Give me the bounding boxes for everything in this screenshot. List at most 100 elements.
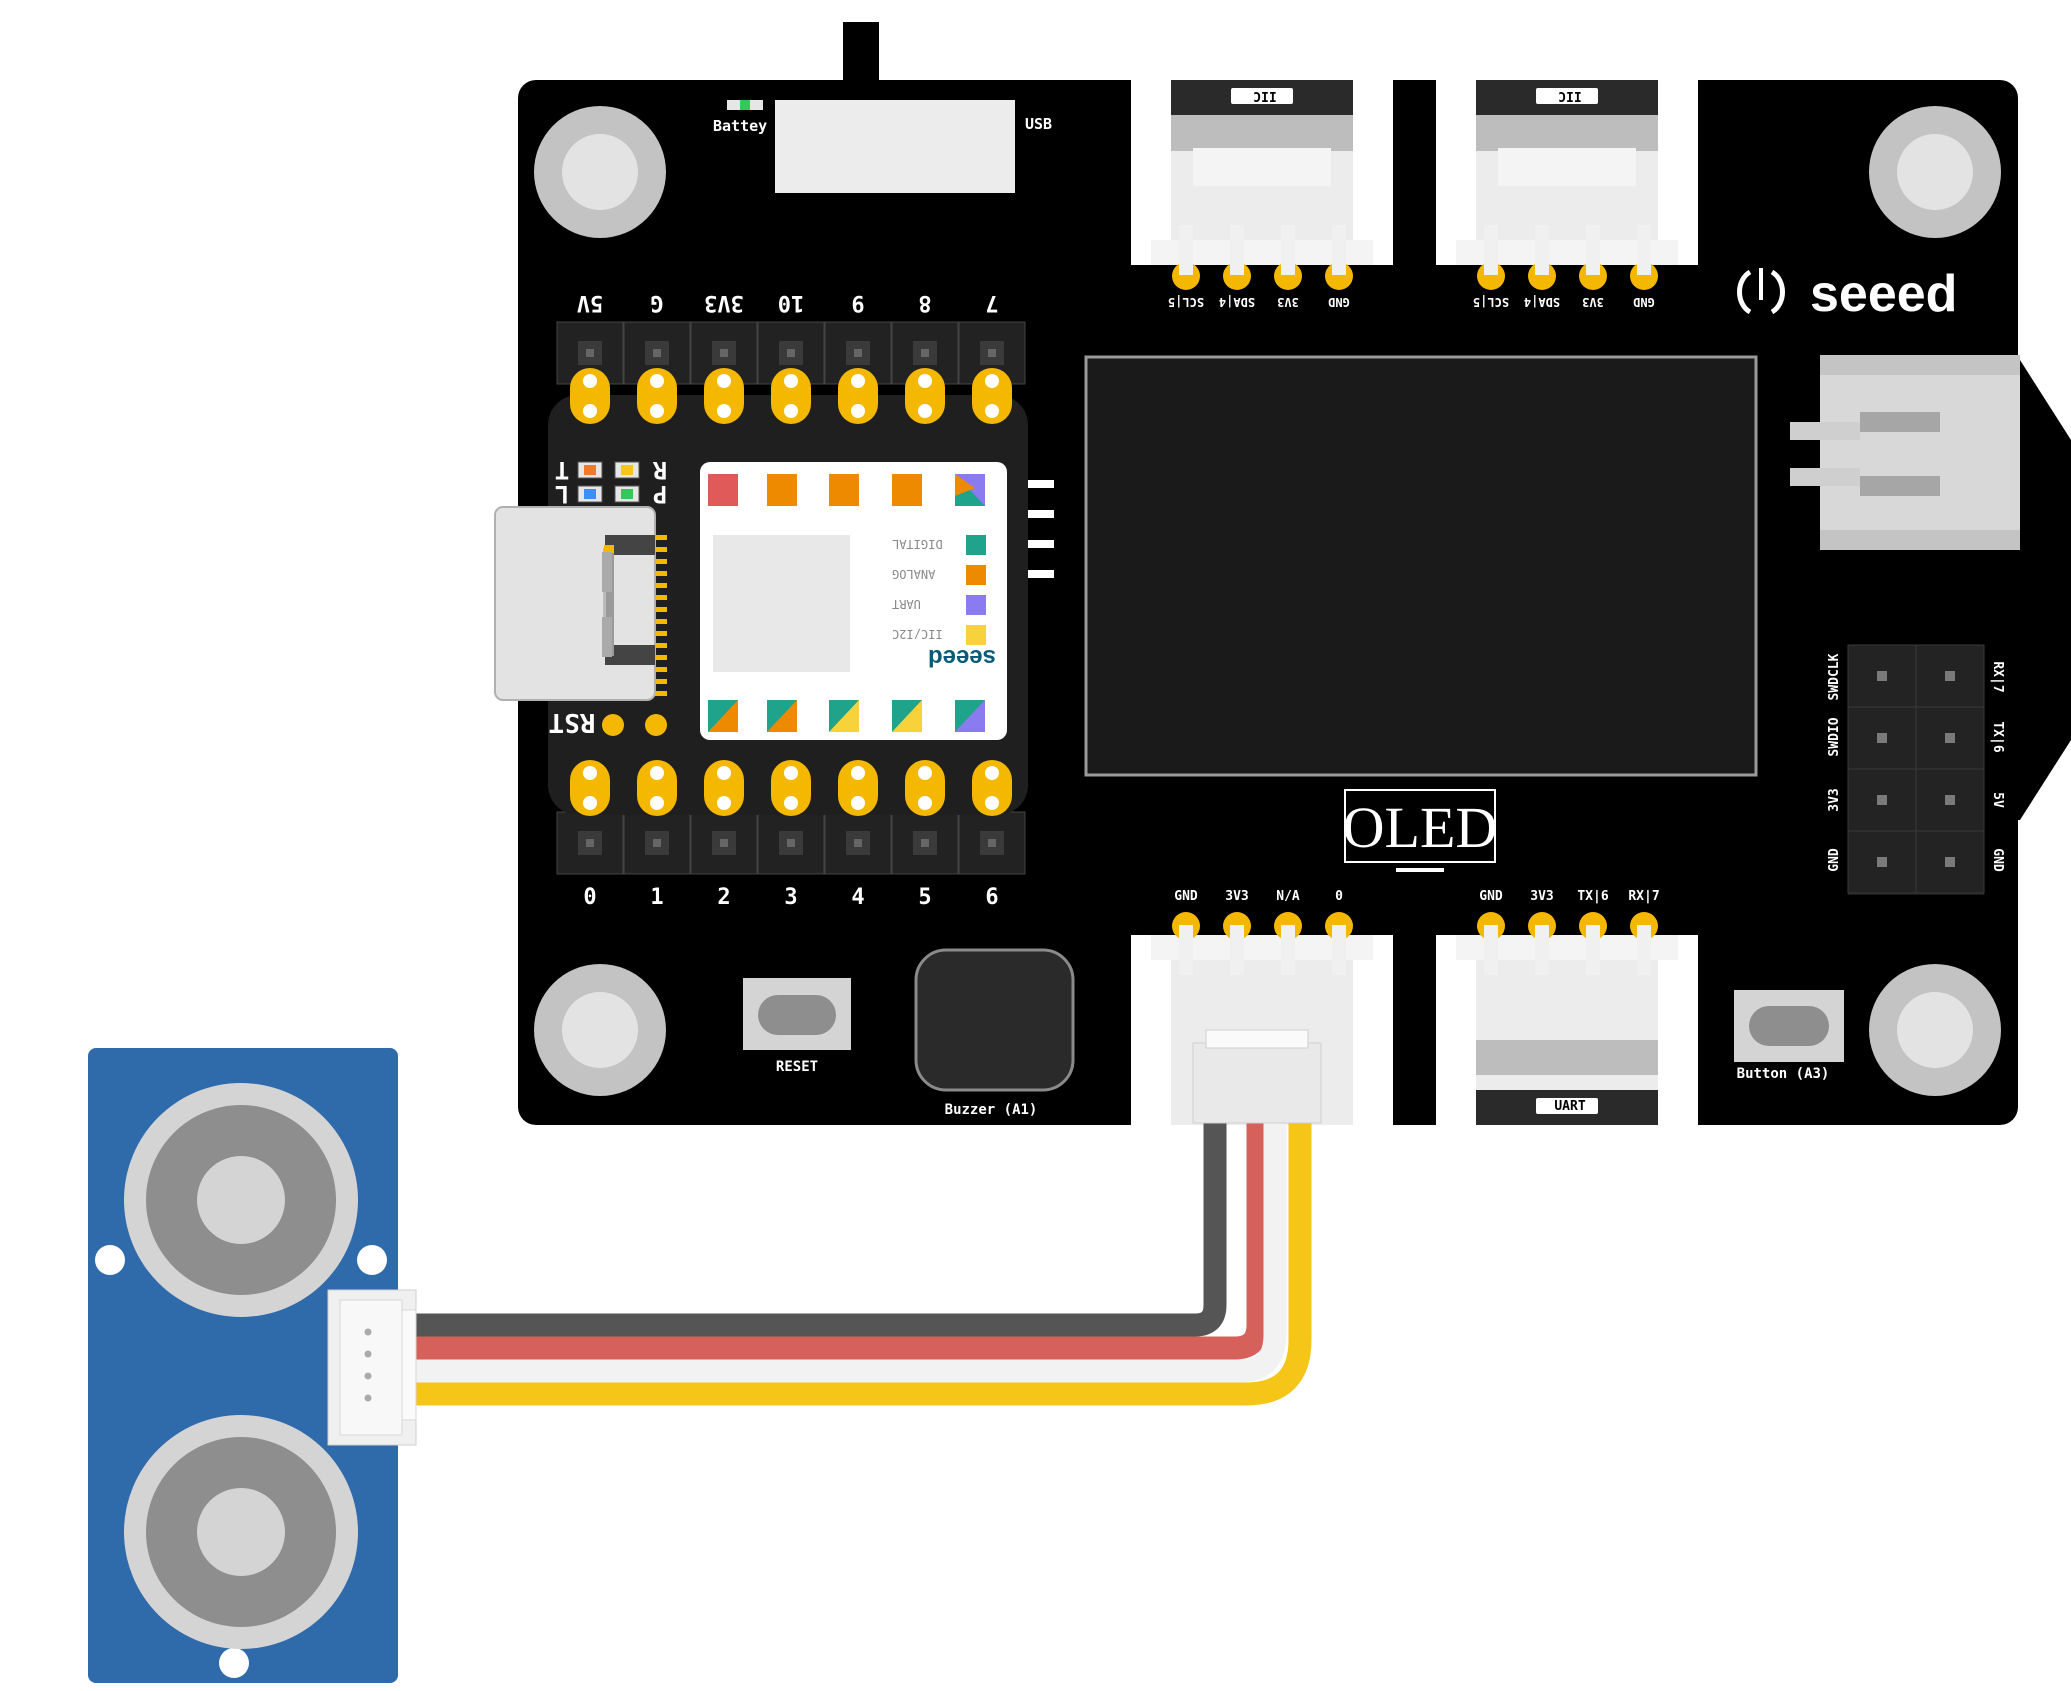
rst-pad-2 bbox=[645, 714, 667, 736]
expansion-board: Battey USB seeed OLED bbox=[494, 22, 2071, 1125]
swd-right-label-2: TX|6 bbox=[1990, 721, 2005, 752]
xiao-card-pin-bottom-5 bbox=[955, 700, 985, 732]
ultrasonic-sensor bbox=[88, 1048, 417, 1683]
mounting-hole-bottom-left bbox=[534, 964, 666, 1096]
xiao-card-pin-top-2 bbox=[767, 474, 797, 506]
legend-digital: DIGITAL bbox=[892, 537, 943, 551]
usb-tick-14 bbox=[655, 691, 667, 696]
battery-led-green bbox=[740, 100, 750, 110]
swd-left-label-3: 3V3 bbox=[1827, 788, 1842, 811]
xiao-pad-bottom-2 bbox=[637, 760, 677, 816]
buzzer-label: Buzzer (A1) bbox=[945, 1102, 1038, 1118]
swd-left-label-1: SWDCLK bbox=[1827, 653, 1842, 700]
swd-pin-8 bbox=[1915, 830, 1985, 894]
usb-tick-1 bbox=[655, 535, 667, 540]
iic1-pin-1: SCL|5 bbox=[1168, 295, 1204, 309]
bottom-pin-label-1: 0 bbox=[583, 885, 596, 910]
usb-switch-block bbox=[775, 100, 1015, 193]
top-pin-label-2: G bbox=[650, 290, 663, 315]
uart-label: UART bbox=[1554, 1099, 1585, 1114]
analog-pin-2: 3V3 bbox=[1225, 889, 1248, 904]
legend-uart-swatch bbox=[966, 595, 986, 615]
iic1-pin-3: 3V3 bbox=[1277, 295, 1299, 309]
sensor-hole-right bbox=[357, 1245, 387, 1275]
xiao-pad-top-7 bbox=[972, 368, 1012, 424]
swd-right-label-3: 5V bbox=[1990, 792, 2005, 808]
xiao-pad-bottom-4 bbox=[771, 760, 811, 816]
xiao-pad-bottom-3 bbox=[704, 760, 744, 816]
mounting-hole-top-right bbox=[1869, 106, 2001, 238]
swd-left-label-2: SWDIO bbox=[1827, 717, 1842, 756]
swd-right-label-4: GND bbox=[1990, 848, 2005, 872]
xiao-pad-top-5 bbox=[838, 368, 878, 424]
iic1-pin-4: GND bbox=[1328, 295, 1350, 309]
xiao-card-pin-top-5 bbox=[955, 474, 985, 506]
ultrasonic-transducer-top bbox=[124, 1083, 358, 1317]
xiao-pad-top-3 bbox=[704, 368, 744, 424]
button-label: Button (A3) bbox=[1737, 1066, 1830, 1082]
bottom-header-socket-5 bbox=[824, 811, 892, 875]
ultrasonic-transducer-bottom bbox=[124, 1415, 358, 1649]
xiao-pad-bottom-7 bbox=[972, 760, 1012, 816]
reset-button[interactable]: RESET bbox=[743, 978, 851, 1075]
swd-pin-1 bbox=[1847, 644, 1917, 708]
top-pin-label-3: 3V3 bbox=[704, 290, 744, 315]
iic1-pin-2: SDA|4 bbox=[1219, 295, 1255, 309]
legend-digital-swatch bbox=[966, 535, 986, 555]
analog-pin-labels: GND 3V3 N/A 0 bbox=[1174, 889, 1343, 904]
xiao-card-pin-top-4 bbox=[892, 474, 922, 506]
xiao-pad-bottom-6 bbox=[905, 760, 945, 816]
swd-header[interactable]: SWDCLK SWDIO 3V3 GND RX|7 TX|6 5V GND bbox=[1827, 644, 2005, 895]
uart-pin-4: RX|7 bbox=[1628, 889, 1659, 904]
xiao-card-pin-bottom-3 bbox=[829, 700, 859, 732]
swd-pin-2 bbox=[1915, 644, 1985, 708]
top-pin-label-6: 8 bbox=[918, 290, 931, 315]
usb-tick-11 bbox=[655, 655, 667, 660]
swd-pin-4 bbox=[1915, 706, 1985, 770]
xiao-card-pin-bottom-2 bbox=[767, 700, 797, 732]
rst-pad bbox=[602, 714, 624, 736]
grove-iic-connector-1[interactable] bbox=[1131, 80, 1393, 290]
xiao-pad-top-1 bbox=[570, 368, 610, 424]
bottom-header-socket-1 bbox=[556, 811, 624, 875]
usb-tick-6 bbox=[655, 595, 667, 600]
seeed-logo-icon bbox=[1737, 269, 1752, 315]
bottom-pin-label-2: 1 bbox=[650, 885, 663, 910]
led-label-p: P bbox=[653, 480, 667, 508]
battery-label: Battey bbox=[713, 117, 767, 135]
swd-left-label-4: GND bbox=[1827, 848, 1842, 872]
xiao-pad-top-2 bbox=[637, 368, 677, 424]
usb-tick-2 bbox=[655, 547, 667, 552]
usb-tick-13 bbox=[655, 679, 667, 684]
swd-right-label-1: RX|7 bbox=[1990, 661, 2005, 692]
bottom-header: 0 1 2 3 4 5 6 bbox=[556, 811, 1026, 910]
usb-tick-7 bbox=[655, 607, 667, 612]
uart-pin-1: GND bbox=[1479, 889, 1503, 904]
power-switch[interactable] bbox=[843, 22, 879, 97]
legend-iic-swatch bbox=[966, 625, 986, 645]
user-button[interactable]: Button (A3) bbox=[1734, 990, 1844, 1082]
battery-connector[interactable] bbox=[1790, 355, 2020, 550]
usb-tick-9 bbox=[655, 631, 667, 636]
sensor-hole-bottom bbox=[219, 1648, 249, 1678]
rst-label: RST bbox=[549, 707, 596, 737]
swd-pin-3 bbox=[1847, 706, 1917, 770]
usb-tick-3 bbox=[655, 559, 667, 564]
usb-label: USB bbox=[1025, 115, 1052, 133]
top-pin-label-1: 5V bbox=[577, 290, 604, 315]
cable-plug-board bbox=[1192, 1042, 1322, 1124]
mounting-hole-top-left bbox=[534, 106, 666, 238]
grove-iic-connector-2[interactable] bbox=[1436, 80, 1698, 290]
grove-uart-connector[interactable] bbox=[1436, 912, 1698, 1125]
bottom-pin-label-4: 3 bbox=[784, 885, 797, 910]
oled-label: OLED bbox=[1343, 795, 1498, 860]
xiao-pad-bottom-5 bbox=[838, 760, 878, 816]
seeed-brand-text: seeed bbox=[1810, 265, 1957, 323]
iic2-pin-1: SCL|5 bbox=[1473, 295, 1509, 309]
xiao-pad-top-6 bbox=[905, 368, 945, 424]
sensor-hole-left bbox=[95, 1245, 125, 1275]
bottom-header-socket-4 bbox=[757, 811, 825, 875]
xiao-card-pin-top-1 bbox=[708, 474, 738, 506]
bottom-header-socket-3 bbox=[690, 811, 758, 875]
